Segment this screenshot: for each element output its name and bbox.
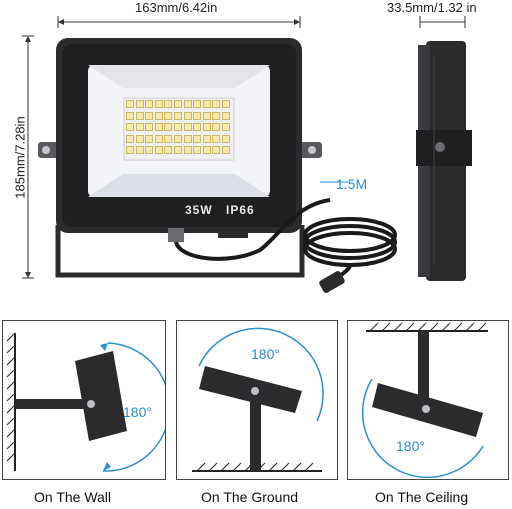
wall-mount-panel: 180° <box>2 320 166 480</box>
led-chip <box>126 134 134 143</box>
led-chip <box>164 123 173 131</box>
led-chip <box>126 111 134 120</box>
led-chip <box>145 123 154 131</box>
led-chip <box>222 100 230 108</box>
led-chip <box>164 111 173 120</box>
led-chip <box>164 134 173 143</box>
cable-length-label: 1.5M <box>336 176 368 192</box>
led-chip <box>126 123 134 131</box>
led-chip <box>174 146 182 154</box>
led-chip <box>174 123 182 131</box>
led-chip <box>193 134 202 143</box>
led-chip <box>212 134 221 143</box>
ceiling-angle-label: 180° <box>396 438 425 454</box>
led-chip <box>222 146 230 154</box>
floodlight-side-view <box>416 41 472 281</box>
wall-angle-label: 180° <box>123 404 152 420</box>
led-chip <box>193 111 202 120</box>
ground-mount-caption: On The Ground <box>201 489 299 505</box>
led-chip <box>222 111 230 120</box>
led-chip <box>135 146 144 154</box>
ground-angle-label: 180° <box>251 346 280 362</box>
led-chip <box>202 146 211 154</box>
led-chip <box>183 134 192 143</box>
dimension-arrows <box>22 16 466 279</box>
led-chip <box>135 100 144 108</box>
led-chip <box>174 111 182 120</box>
led-chip <box>145 100 154 108</box>
led-chip <box>183 123 192 131</box>
ceiling-mount-panel: 180° <box>347 320 509 480</box>
led-chip <box>183 100 192 108</box>
floodlight-front-view <box>38 38 397 293</box>
ceiling-mount-illustration: 180° <box>361 322 488 479</box>
led-chip <box>145 146 154 154</box>
led-chip <box>154 123 163 131</box>
led-chip <box>164 100 173 108</box>
ground-mount-panel: 180° <box>176 320 338 480</box>
led-chip <box>145 134 154 143</box>
led-chip <box>193 123 202 131</box>
led-chip <box>183 146 192 154</box>
led-chip <box>212 123 221 131</box>
led-chip <box>222 123 230 131</box>
led-chip <box>154 100 163 108</box>
wattage-badge: 35W <box>185 203 213 217</box>
ground-mount-illustration: 180° <box>192 327 324 472</box>
led-chip <box>145 111 154 120</box>
led-chip <box>126 146 134 154</box>
led-chip <box>222 134 230 143</box>
led-chip <box>202 100 211 108</box>
led-chip <box>212 111 221 120</box>
led-chip <box>174 100 182 108</box>
led-chip <box>154 146 163 154</box>
depth-dimension-label: 33.5mm/1.32 in <box>387 0 477 15</box>
led-chip <box>212 100 221 108</box>
led-chip <box>193 100 202 108</box>
ip-rating-badge: IP66 <box>226 203 255 217</box>
led-chip <box>154 134 163 143</box>
led-chip <box>202 134 211 143</box>
led-chip <box>212 146 221 154</box>
led-chip <box>164 146 173 154</box>
led-chip <box>183 111 192 120</box>
led-chip <box>135 123 144 131</box>
led-chip-grid <box>126 100 232 158</box>
wall-mount-illustration: 180° <box>6 332 165 472</box>
led-chip <box>193 146 202 154</box>
led-chip <box>202 111 211 120</box>
led-chip <box>135 134 144 143</box>
width-dimension-label: 163mm/6.42in <box>135 0 218 15</box>
led-chip <box>174 134 182 143</box>
led-chip <box>202 123 211 131</box>
led-chip <box>135 111 144 120</box>
wall-mount-caption: On The Wall <box>34 489 112 505</box>
led-chip <box>126 100 134 108</box>
ceiling-mount-caption: On The Ceiling <box>375 489 469 505</box>
led-chip <box>154 111 163 120</box>
